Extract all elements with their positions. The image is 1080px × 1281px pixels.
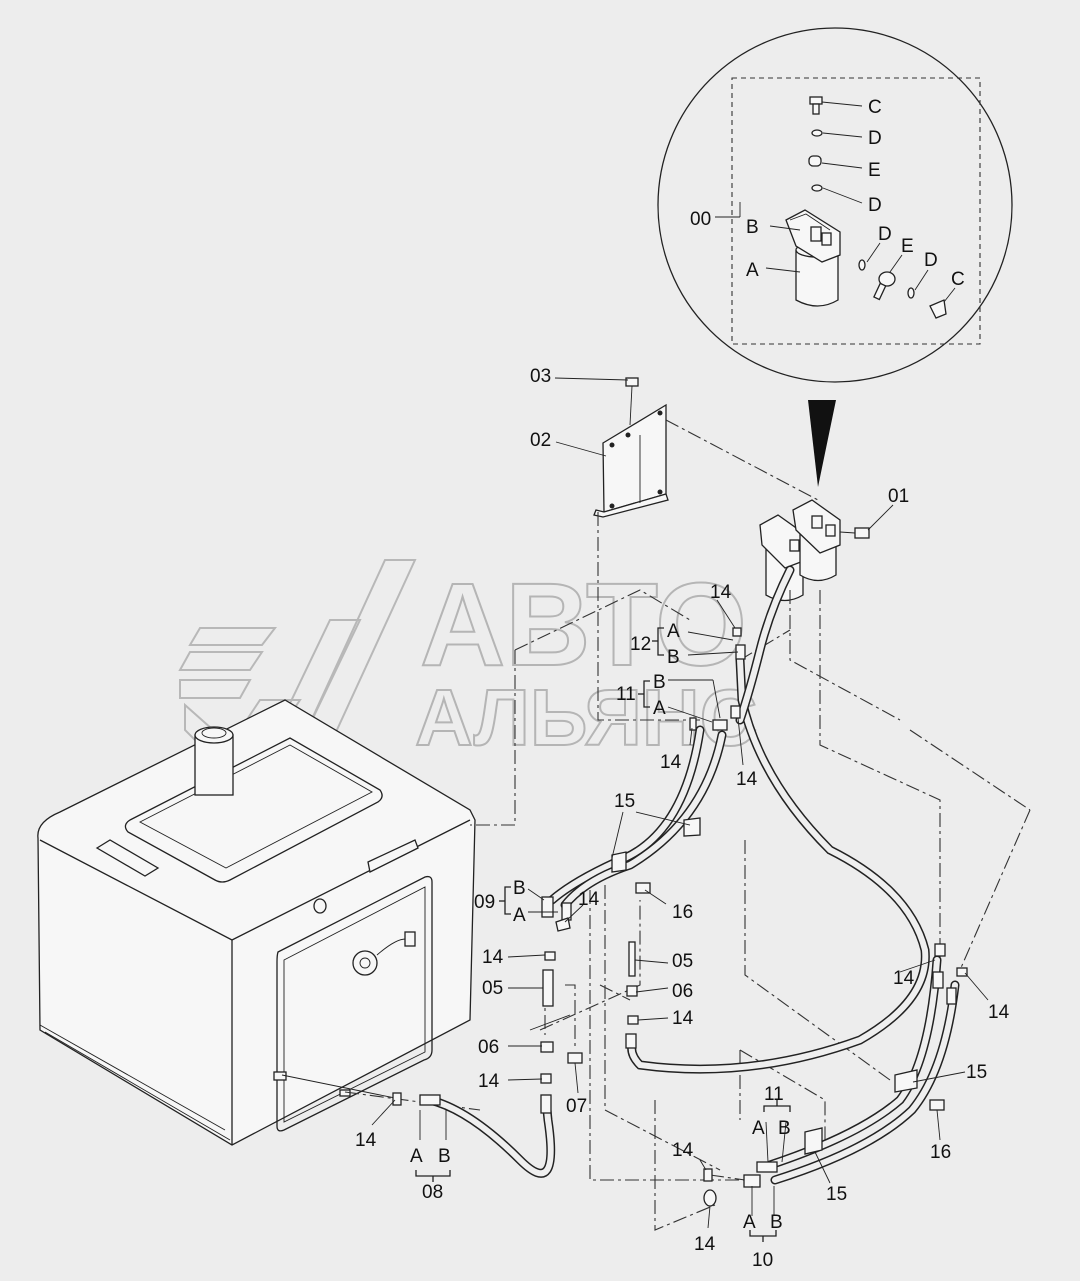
label-a-detail: A — [746, 260, 759, 281]
bolt-16-lower — [929, 1099, 945, 1111]
tank-sender-unit — [352, 950, 378, 976]
washer-d-4 — [907, 287, 915, 299]
part-labels: C D E D 00 B D E D A C 03 02 01 14 12 A … — [355, 97, 1010, 1271]
clamp-15-right — [894, 1069, 918, 1093]
label-15-upper: 15 — [614, 791, 635, 812]
detail-circle — [657, 27, 1013, 383]
bolt-03 — [625, 377, 639, 426]
label-09-b: B — [513, 878, 526, 899]
washer-d-2 — [811, 184, 823, 192]
label-03: 03 — [530, 366, 551, 387]
label-09: 09 — [474, 892, 495, 913]
hose-fittings — [392, 627, 968, 1207]
label-14-b: 14 — [660, 752, 682, 773]
watermark-line2: АЛЬЯНС — [415, 673, 757, 762]
label-05-left: 05 — [482, 978, 503, 999]
label-15-lower: 15 — [826, 1184, 847, 1205]
label-16-upper: 16 — [672, 902, 693, 923]
mounting-bracket — [593, 403, 669, 518]
label-14-g: 14 — [478, 1071, 500, 1092]
tank-side-panel — [276, 875, 433, 1132]
label-b-detail: B — [746, 217, 759, 238]
label-d-4: D — [924, 250, 938, 271]
label-06-right: 06 — [672, 981, 693, 1002]
detail-leaders — [715, 101, 956, 303]
filter-detail-callout — [657, 27, 1013, 487]
label-16-lower: 16 — [930, 1142, 951, 1163]
label-11-top-a: A — [653, 698, 666, 719]
label-12: 12 — [630, 634, 651, 655]
label-08-b: B — [438, 1146, 451, 1167]
label-11-top: 11 — [616, 684, 636, 705]
label-10-a: A — [743, 1212, 756, 1233]
label-01: 01 — [888, 486, 909, 507]
label-10-b: B — [770, 1212, 783, 1233]
label-14-d: 14 — [578, 889, 600, 910]
tank-gauge — [95, 839, 160, 877]
label-15-right: 15 — [966, 1062, 987, 1083]
clamp-15-upper — [611, 851, 627, 873]
label-07: 07 — [566, 1096, 587, 1117]
label-e-top: E — [868, 160, 881, 181]
detail-dashed-frame — [731, 77, 981, 345]
tank-filler-neck — [194, 734, 234, 796]
label-11-top-b: B — [653, 672, 666, 693]
label-14-h: 14 — [355, 1130, 377, 1151]
leader-lines — [371, 377, 989, 1229]
fuel-tank — [37, 699, 476, 1146]
label-14-i: 14 — [893, 968, 915, 989]
label-e-side: E — [901, 236, 914, 257]
detail-fittings — [808, 96, 947, 319]
label-14-e: 14 — [482, 947, 504, 968]
label-12-a: A — [667, 621, 680, 642]
bolt-c-top — [809, 96, 823, 105]
label-c-top: C — [868, 97, 882, 118]
label-12-b: B — [667, 647, 680, 668]
filter-element-detail — [785, 209, 841, 307]
filter-assembly — [759, 499, 870, 602]
label-14-j: 14 — [988, 1002, 1010, 1023]
label-11-bottom-b: B — [778, 1118, 791, 1139]
label-c-side: C — [951, 269, 965, 290]
label-14-c: 14 — [736, 769, 758, 790]
assembly-chain-lines — [281, 419, 1031, 1231]
bolt-16-upper — [635, 882, 651, 894]
watermark-line1: АВТО — [420, 559, 747, 691]
label-14-l: 14 — [694, 1234, 716, 1255]
bolt-01 — [854, 527, 870, 539]
eye-joint-e-top — [808, 155, 822, 167]
hoses — [425, 565, 960, 1185]
label-08: 08 — [422, 1182, 443, 1203]
label-05-right: 05 — [672, 951, 693, 972]
bolt-c-side — [929, 299, 947, 319]
tank-top-panel — [124, 737, 383, 883]
label-06-left: 06 — [478, 1037, 499, 1058]
label-d-2: D — [868, 195, 882, 216]
label-14-f: 14 — [672, 1008, 694, 1029]
washer-d-1 — [811, 129, 823, 137]
washer-d-3 — [858, 259, 866, 271]
detail-pointer — [808, 400, 836, 487]
label-10: 10 — [752, 1250, 773, 1271]
label-14-k: 14 — [672, 1140, 694, 1161]
bolt-07 — [567, 1052, 583, 1064]
label-02: 02 — [530, 430, 551, 451]
label-d-3: D — [878, 224, 892, 245]
group-brackets — [415, 627, 791, 1242]
label-11-bottom: 11 — [764, 1084, 784, 1105]
label-09-a: A — [513, 905, 526, 926]
clamp-15-lower — [804, 1127, 823, 1155]
eye-joint-e-side — [878, 271, 896, 287]
label-14-a: 14 — [710, 582, 732, 603]
label-d-1: D — [868, 128, 882, 149]
label-11-bottom-a: A — [752, 1118, 765, 1139]
label-08-a: A — [410, 1146, 423, 1167]
label-00: 00 — [690, 209, 711, 230]
